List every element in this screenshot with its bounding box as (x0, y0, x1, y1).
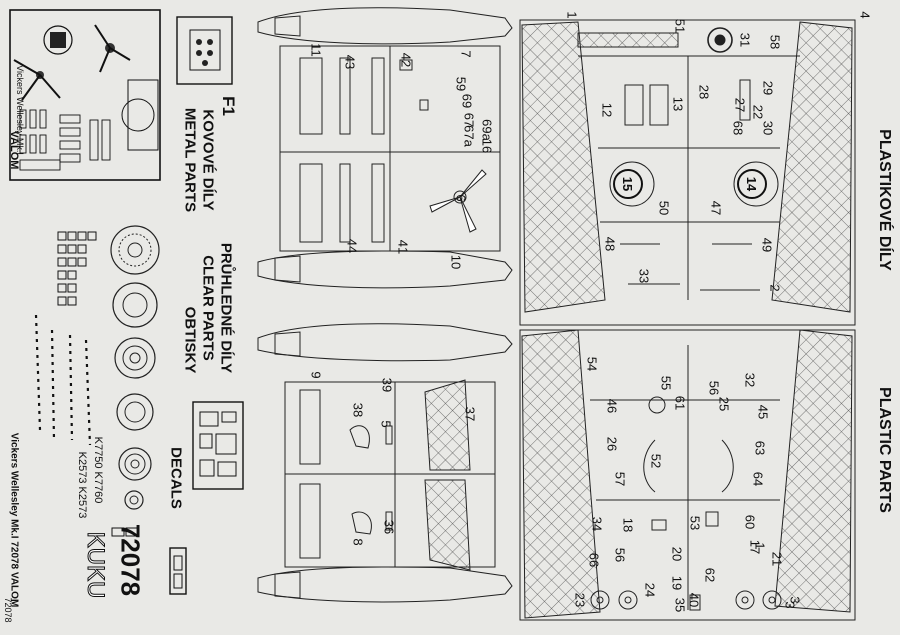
part-number: 49 (759, 237, 775, 253)
part-number: 41 (395, 239, 411, 255)
part-number: 61 (672, 395, 688, 411)
part-number: 62 (702, 567, 718, 583)
part-number: 26 (604, 436, 620, 452)
part-number: 39 (379, 377, 395, 393)
part-number: 45 (755, 404, 771, 420)
metal-detail-card (176, 16, 233, 85)
part-number: 8 (350, 538, 366, 546)
part-number: 56 (612, 547, 628, 563)
part-number: 30 (760, 120, 776, 136)
decal-misc (111, 527, 187, 595)
metal-panel-title-en: METAL PARTS (181, 107, 199, 213)
plastic-panel-title-cz: PLASTIKOVÉ DÍLY (876, 129, 893, 271)
part-number: 38 (350, 402, 366, 418)
part-number: 40 (686, 592, 702, 608)
part-number: 69 (459, 93, 475, 109)
decal-footer: Vickers Wellesley Mk.I 72078 VALOM (8, 432, 20, 608)
part-number: 68 (730, 120, 746, 136)
part-number: 11 (308, 43, 324, 57)
part-number: 7 (458, 50, 474, 58)
plastic-panel-title-en: PLASTIC PARTS (876, 387, 893, 513)
part-number: 4 (857, 11, 873, 19)
part-number: 53 (687, 515, 703, 531)
part-number: 18 (620, 517, 636, 533)
decal-strips (34, 314, 92, 446)
part-number: 15 (613, 169, 643, 199)
part-number: 10 (448, 254, 464, 270)
part-number: 55 (658, 375, 674, 391)
part-number: 9 (308, 371, 324, 379)
part-number: 24 (642, 582, 658, 598)
part-number: 35 (672, 597, 688, 613)
edge-code: 72078 (3, 597, 13, 623)
part-number: 44 (344, 238, 360, 254)
part-number: 31 (737, 32, 753, 48)
part-number: 19 (669, 575, 685, 591)
part-number: 33 (636, 268, 652, 284)
metal-panel-title-cz: KOVOVÉ DÍLY (199, 109, 217, 211)
part-number: 67a (461, 125, 477, 147)
clear-panel-title-en: CLEAR PARTS (199, 255, 217, 361)
decal-roundels (110, 225, 160, 510)
part-number: 16 (479, 138, 495, 154)
part-number: 43 (342, 54, 358, 70)
part-number: 2 (767, 284, 783, 292)
part-number: 50 (656, 200, 672, 216)
decal-panel-title-cz: OBTISKY (181, 306, 199, 374)
part-number: 37 (462, 406, 478, 422)
part-number: 27 (732, 97, 748, 113)
kit-number-decal: 72078 (115, 523, 146, 597)
part-number: 36 (381, 519, 397, 535)
part-number: 1 (564, 11, 580, 19)
part-number: 25 (716, 396, 732, 412)
part-number: 54 (584, 356, 600, 372)
part-number: 57 (612, 471, 628, 487)
part-number: 64 (750, 471, 766, 487)
fret-maker: VALOM (8, 130, 20, 170)
part-number: 69a (479, 119, 495, 141)
part-number: 56 (706, 380, 722, 396)
part-number: 23 (572, 592, 588, 608)
unit-code: KUKU (82, 531, 110, 599)
part-number: 13 (670, 96, 686, 112)
part-number: 14 (737, 169, 767, 199)
clear-panel-title-cz: PRŮHLEDNÉ DÍLY (217, 242, 235, 374)
part-number: 32 (742, 372, 758, 388)
part-number: 60 (742, 514, 758, 530)
part-number: 51 (672, 18, 688, 34)
metal-fret (9, 9, 161, 181)
part-number: 58 (767, 34, 783, 50)
part-number: 1 (752, 542, 768, 550)
part-number: 47 (708, 200, 724, 216)
left-sprue (257, 7, 513, 603)
part-number: 52 (648, 453, 664, 469)
part-number: 46 (604, 398, 620, 414)
part-number: 5 (378, 420, 394, 428)
part-number: 59 (453, 76, 469, 92)
part-number: 48 (602, 236, 618, 252)
part-number: 42 (398, 52, 414, 68)
part-number: 29 (760, 80, 776, 96)
decal-panel-title-en: DECALS (167, 447, 185, 509)
metal-panel-code: F1 (219, 96, 238, 116)
serial-b: K2573 K2573 (76, 451, 88, 519)
right-sprue (519, 19, 856, 621)
part-number: 28 (696, 84, 712, 100)
part-number: 22 (750, 104, 766, 120)
part-number: 63 (752, 440, 768, 456)
part-number: 21 (769, 551, 785, 567)
serial-a: K7750 K7760 (92, 436, 104, 504)
part-number: 3 (782, 601, 798, 609)
part-number: 66 (586, 552, 602, 568)
part-number: 34 (589, 516, 605, 532)
decal-squares (57, 231, 97, 306)
part-number: 6 (453, 194, 469, 202)
clear-parts-card (192, 401, 244, 490)
part-number: 20 (669, 546, 685, 562)
part-number: 12 (599, 102, 615, 118)
